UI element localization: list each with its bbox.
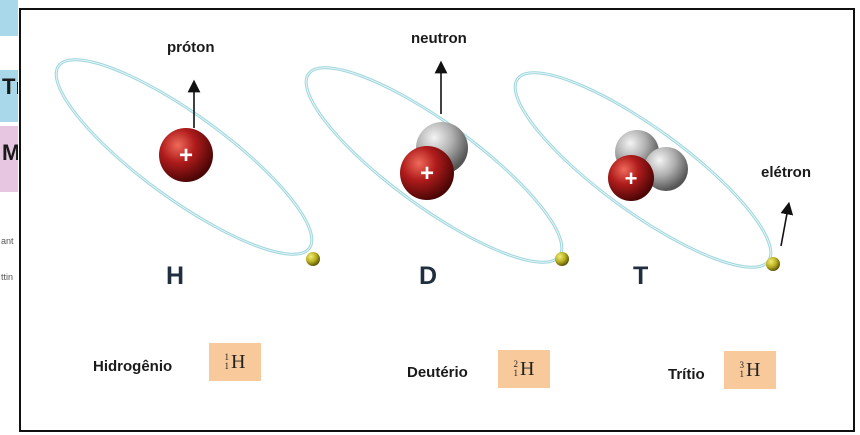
proton-plus: + bbox=[420, 160, 434, 187]
mass-number: 3 bbox=[739, 360, 745, 370]
background-page-edge: Tm Mo ant ttin bbox=[0, 0, 20, 435]
mass-number: 2 bbox=[513, 359, 519, 369]
proton-plus: + bbox=[625, 166, 638, 191]
isotope-symbol-tritium: T bbox=[633, 262, 649, 290]
proton-plus: + bbox=[179, 142, 193, 169]
periodic-chip-top bbox=[0, 0, 18, 36]
isotope-name-deuterium: Deutério bbox=[407, 364, 468, 381]
proton bbox=[159, 128, 213, 182]
element-symbol: H bbox=[746, 358, 761, 381]
atomic-number: 1 bbox=[224, 361, 230, 371]
tritium-nucleus: + bbox=[608, 130, 688, 201]
electron bbox=[555, 252, 569, 266]
deuterium-nucleus: + bbox=[400, 122, 468, 200]
proton bbox=[608, 155, 654, 201]
neutron bbox=[644, 147, 688, 191]
periodic-chip-mo: Mo bbox=[0, 126, 18, 192]
electron-arrow bbox=[780, 201, 794, 247]
isotope-name-tritium: Trítio bbox=[668, 366, 705, 383]
element-symbol: H bbox=[231, 350, 246, 373]
neutron-label: neutron bbox=[411, 30, 467, 47]
isotopes-drawing: + + + bbox=[54, 58, 794, 271]
periodic-chip-symbol: Tm bbox=[2, 74, 18, 99]
periodic-chip-symbol: Mo bbox=[2, 140, 18, 165]
atomic-number: 1 bbox=[513, 368, 519, 378]
electron bbox=[766, 257, 780, 271]
isotope-symbol-deuterium: D bbox=[419, 262, 438, 290]
electron bbox=[306, 252, 320, 266]
element-symbol: H bbox=[520, 357, 535, 380]
mass-number: 1 bbox=[224, 352, 230, 362]
isotopes-diagram: + + + próton neutron elétron H D T Hidro… bbox=[19, 8, 855, 432]
atomic-number: 1 bbox=[739, 369, 745, 379]
proton bbox=[400, 146, 454, 200]
isotope-symbol-hydrogen: H bbox=[166, 262, 185, 290]
orbit bbox=[54, 58, 314, 256]
hydrogen-nucleus: + bbox=[159, 128, 213, 182]
side-text: ttin bbox=[1, 272, 14, 282]
proton-label: próton bbox=[167, 39, 215, 56]
electron-label: elétron bbox=[761, 164, 812, 181]
side-text: ant bbox=[1, 236, 14, 246]
periodic-chip-tm: Tm bbox=[0, 70, 18, 122]
isotope-name-hydrogen: Hidrogênio bbox=[93, 358, 173, 375]
